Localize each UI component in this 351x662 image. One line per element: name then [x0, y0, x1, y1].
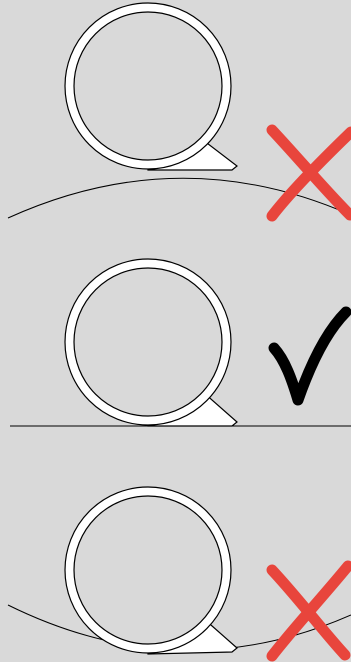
ring-inner	[74, 12, 222, 160]
check-icon	[274, 312, 346, 400]
cross-icon	[272, 566, 348, 656]
panel-flat	[10, 259, 351, 426]
ring-with-foot	[65, 259, 237, 426]
panel-convex	[8, 3, 351, 218]
ring-inner	[74, 268, 222, 416]
ring-with-foot	[65, 487, 237, 654]
ring-inner	[74, 496, 222, 644]
panel-concave	[8, 487, 351, 656]
cross-icon	[272, 130, 351, 216]
ring-with-foot	[65, 3, 237, 170]
